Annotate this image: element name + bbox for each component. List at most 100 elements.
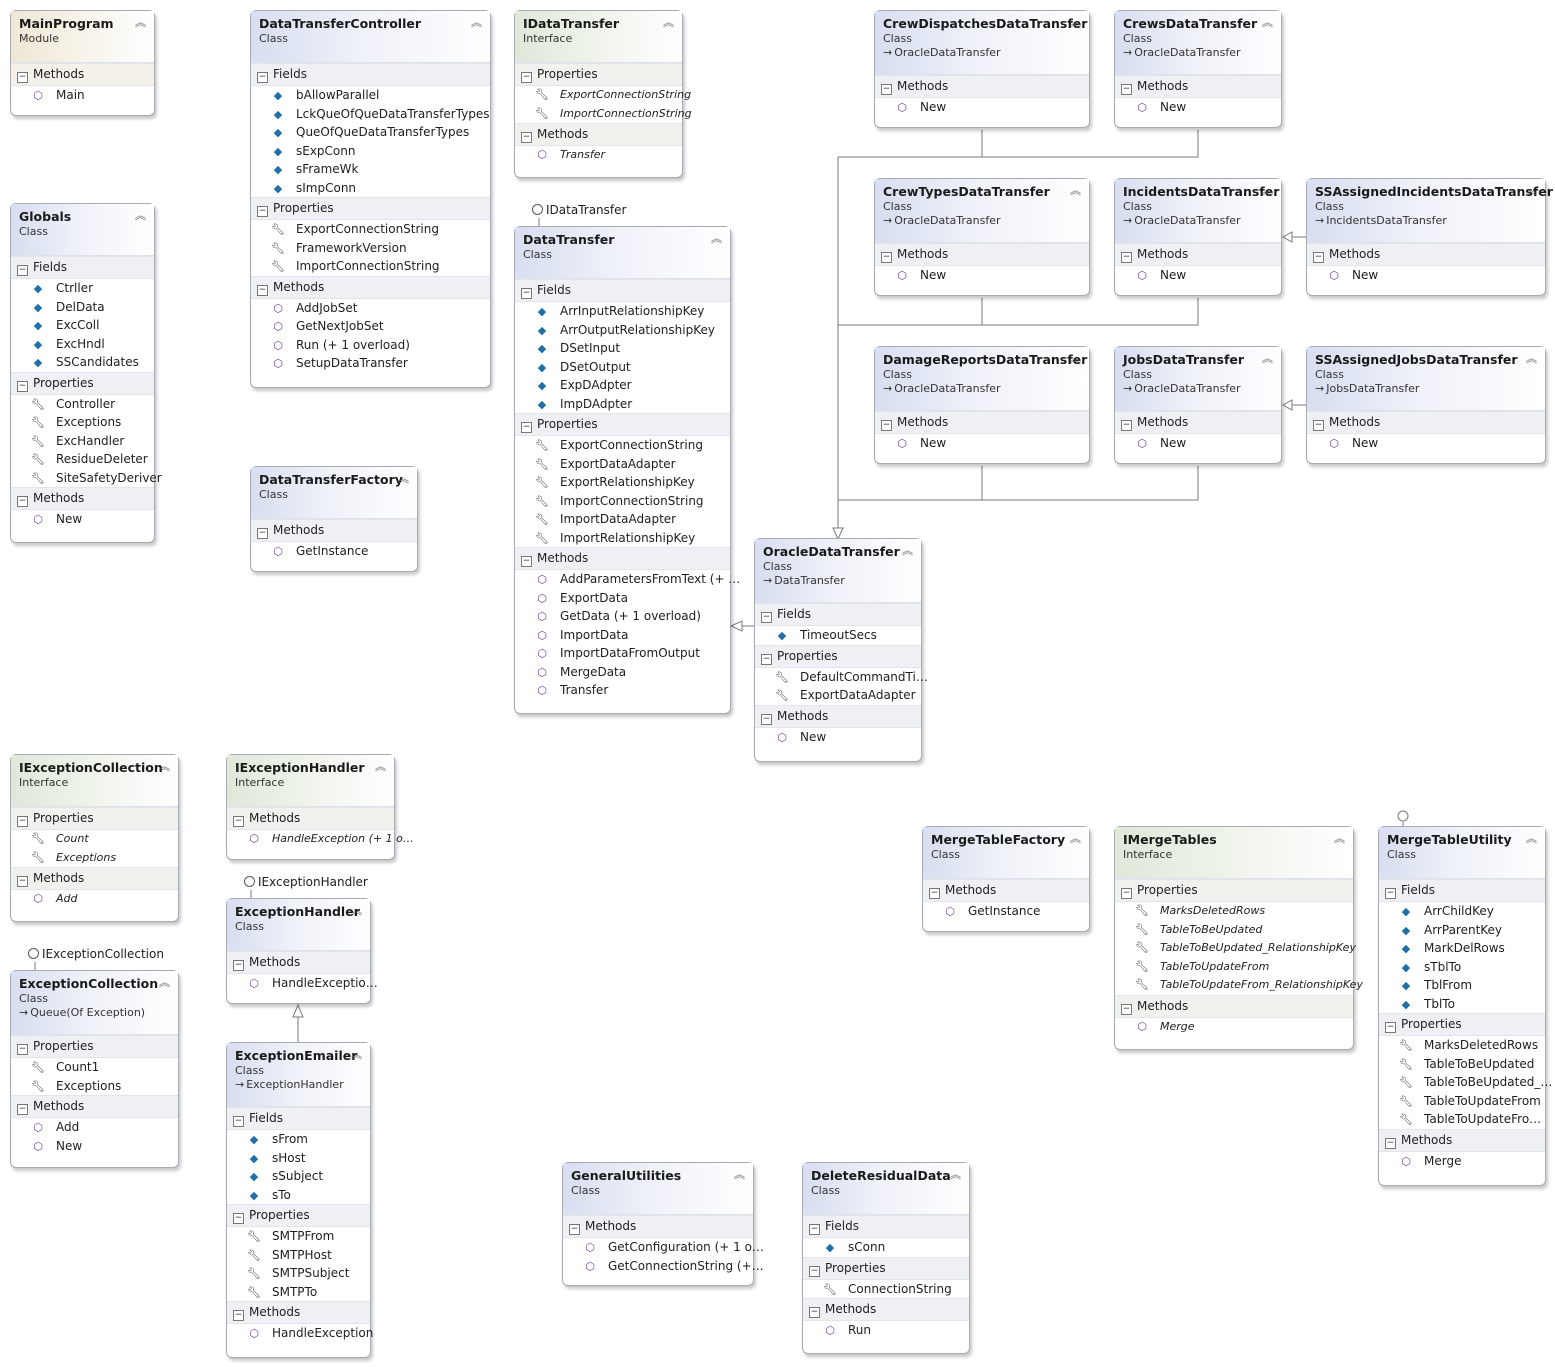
member-property[interactable]: 🔧︎Exceptions [11,1077,178,1096]
member-property[interactable]: 🔧︎ResidueDeleter [11,450,154,469]
collapse-toggle-icon[interactable]: − [1313,420,1324,431]
member-method[interactable]: ⬡Run (+ 1 overload) [251,336,490,355]
collapse-toggle-icon[interactable]: − [17,380,28,392]
member-method[interactable]: ⬡Merge [1379,1152,1545,1171]
member-property[interactable]: 🔧︎SMTPHost [227,1246,370,1265]
member-field[interactable]: ◆ArrParentKey [1379,921,1545,940]
member-method[interactable]: ⬡AddJobSet [251,299,490,318]
datatransfer-box[interactable]: DataTransfer Class ︽ −Fields ◆ArrInputRe… [514,226,740,714]
methods-section[interactable]: −Methods [1115,411,1281,434]
member-field[interactable]: ◆ImpDAdpter [515,395,730,414]
collapse-toggle-icon[interactable]: − [17,496,28,507]
member-field[interactable]: ◆Ctrller [11,279,154,298]
member-property[interactable]: 🔧︎ExportDataAdapter [515,455,730,474]
member-field[interactable]: ◆TimeoutSecs [755,626,921,645]
collapse-chevron-icon[interactable]: ︽ [1334,832,1345,845]
member-property[interactable]: 🔧︎MarksDeletedRows [1115,902,1353,921]
member-field[interactable]: ◆DelData [11,298,154,317]
collapse-chevron-icon[interactable]: ︽ [1526,352,1537,365]
collapse-toggle-icon[interactable]: − [521,556,532,567]
member-property[interactable]: 🔧︎SMTPTo [227,1283,370,1302]
properties-section[interactable]: −Properties [515,63,682,86]
collapse-chevron-icon[interactable]: ︽ [1070,832,1081,845]
member-property[interactable]: 🔧︎Exceptions [11,849,178,868]
properties-section[interactable]: −Properties [515,413,730,436]
methods-section[interactable]: −Methods [251,519,417,542]
member-field[interactable]: ◆SSCandidates [11,353,154,372]
collapse-chevron-icon[interactable]: ︽ [1526,832,1537,845]
methods-section[interactable]: −Methods [755,704,921,728]
member-field[interactable]: ◆sExpConn [251,142,490,161]
member-property[interactable]: 🔧︎Count [11,830,178,849]
member-property[interactable]: 🔧︎Exceptions [11,413,154,432]
fields-section[interactable]: −Fields [1379,879,1545,902]
member-field[interactable]: ◆sImpConn [251,179,490,198]
methods-section[interactable]: −Methods [1307,243,1545,266]
collapse-toggle-icon[interactable]: − [233,1213,244,1224]
member-method[interactable]: ⬡Transfer [515,146,682,165]
member-method[interactable]: ⬡MergeData [515,663,730,682]
collapse-toggle-icon[interactable]: − [233,816,244,827]
member-method[interactable]: ⬡GetConfiguration (+ 1 o… [563,1238,764,1257]
collapse-chevron-icon[interactable]: ︽ [711,232,722,245]
member-property[interactable]: 🔧︎SMTPFrom [227,1227,370,1246]
ssassignedjobs-box[interactable]: SSAssignedJobsDataTransfer Class →JobsDa… [1306,346,1546,464]
member-method[interactable]: ⬡New [1307,434,1545,453]
damagereports-box[interactable]: DamageReportsDataTransfer Class →OracleD… [874,346,1090,464]
member-property[interactable]: 🔧︎TableToBeUpdated [1379,1055,1545,1074]
member-method[interactable]: ⬡Merge [1115,1018,1353,1037]
member-field[interactable]: ◆TblFrom [1379,976,1545,995]
collapse-toggle-icon[interactable]: − [881,84,892,95]
collapse-toggle-icon[interactable]: − [809,1224,820,1235]
crews-box[interactable]: CrewsDataTransfer Class →OracleDataTrans… [1114,10,1282,128]
member-method[interactable]: ⬡HandleException (+ 1 o… [227,830,414,849]
member-property[interactable]: 🔧︎ImportDataAdapter [515,510,730,529]
collapse-toggle-icon[interactable]: − [233,1310,244,1321]
properties-section[interactable]: −Properties [251,197,490,220]
methods-section[interactable]: −Methods [11,487,154,510]
ssassignedincidents-box[interactable]: SSAssignedIncidentsDataTransfer Class →I… [1306,178,1553,296]
globals-box[interactable]: Globals Class ︽ −Fields ◆Ctrller ◆DelDat… [10,203,162,543]
exceptionemailer-box[interactable]: ExceptionEmailer Class →ExceptionHandler… [226,1042,373,1358]
collapse-toggle-icon[interactable]: − [809,1265,820,1277]
fields-section[interactable]: −Fields [11,256,154,279]
fields-section[interactable]: −Fields [515,279,730,302]
datatransfercontroller-box[interactable]: DataTransferController Class ︽ −Fields ◆… [250,10,491,388]
collapse-toggle-icon[interactable]: − [257,206,268,217]
collapse-chevron-icon[interactable]: ︽ [663,16,674,29]
mergetablefactory-box[interactable]: MergeTableFactory Class ︽ −Methods ⬡GetI… [922,826,1090,932]
collapse-toggle-icon[interactable]: − [1385,1022,1396,1033]
member-property[interactable]: 🔧︎DefaultCommandTi… [755,668,928,687]
member-property[interactable]: 🔧︎ExportConnectionString [515,436,730,455]
member-method[interactable]: ⬡AddParametersFromText (+ … [515,570,740,589]
collapse-chevron-icon[interactable]: ︽ [1262,352,1273,365]
member-field[interactable]: ◆ExpDAdpter [515,376,730,395]
member-property[interactable]: 🔧︎MarksDeletedRows [1379,1036,1545,1055]
member-field[interactable]: ◆sFrameWk [251,160,490,179]
collapse-chevron-icon[interactable]: ︽ [1526,184,1537,197]
collapse-toggle-icon[interactable]: − [761,653,772,665]
member-method[interactable]: ⬡GetConnectionString (+… [563,1257,763,1276]
member-method[interactable]: ⬡New [1115,98,1281,117]
mergetableutility-box[interactable]: MergeTableUtility Class ︽ −Fields ◆ArrCh… [1378,826,1552,1186]
member-property[interactable]: 🔧︎ExportRelationshipKey [515,473,730,492]
member-field[interactable]: ◆QueOfQueDataTransferTypes [251,123,490,142]
methods-section[interactable]: −Methods [1115,75,1281,98]
jobs-box[interactable]: JobsDataTransfer Class →OracleDataTransf… [1114,346,1282,464]
member-property[interactable]: 🔧︎ExcHandler [11,432,154,451]
datatransferfactory-box[interactable]: DataTransferFactory Class ︽ −Methods ⬡Ge… [250,466,418,572]
collapse-chevron-icon[interactable]: ︽ [1070,184,1081,197]
collapse-toggle-icon[interactable]: − [881,420,892,431]
methods-section[interactable]: −Methods [875,411,1089,434]
collapse-toggle-icon[interactable]: − [1121,252,1132,263]
member-method[interactable]: ⬡Add [11,890,178,909]
properties-section[interactable]: −Properties [755,644,921,668]
collapse-toggle-icon[interactable]: − [521,288,532,299]
member-property[interactable]: 🔧︎SMTPSubject [227,1264,370,1283]
collapse-toggle-icon[interactable]: − [257,72,268,83]
methods-section[interactable]: −Methods [875,75,1089,98]
member-property[interactable]: 🔧︎ConnectionString [803,1280,969,1299]
member-field[interactable]: ◆ArrOutputRelationshipKey [515,321,730,340]
collapse-toggle-icon[interactable]: − [17,72,28,83]
member-property[interactable]: 🔧︎TableToUpdateFrom_RelationshipKey [1115,976,1363,995]
